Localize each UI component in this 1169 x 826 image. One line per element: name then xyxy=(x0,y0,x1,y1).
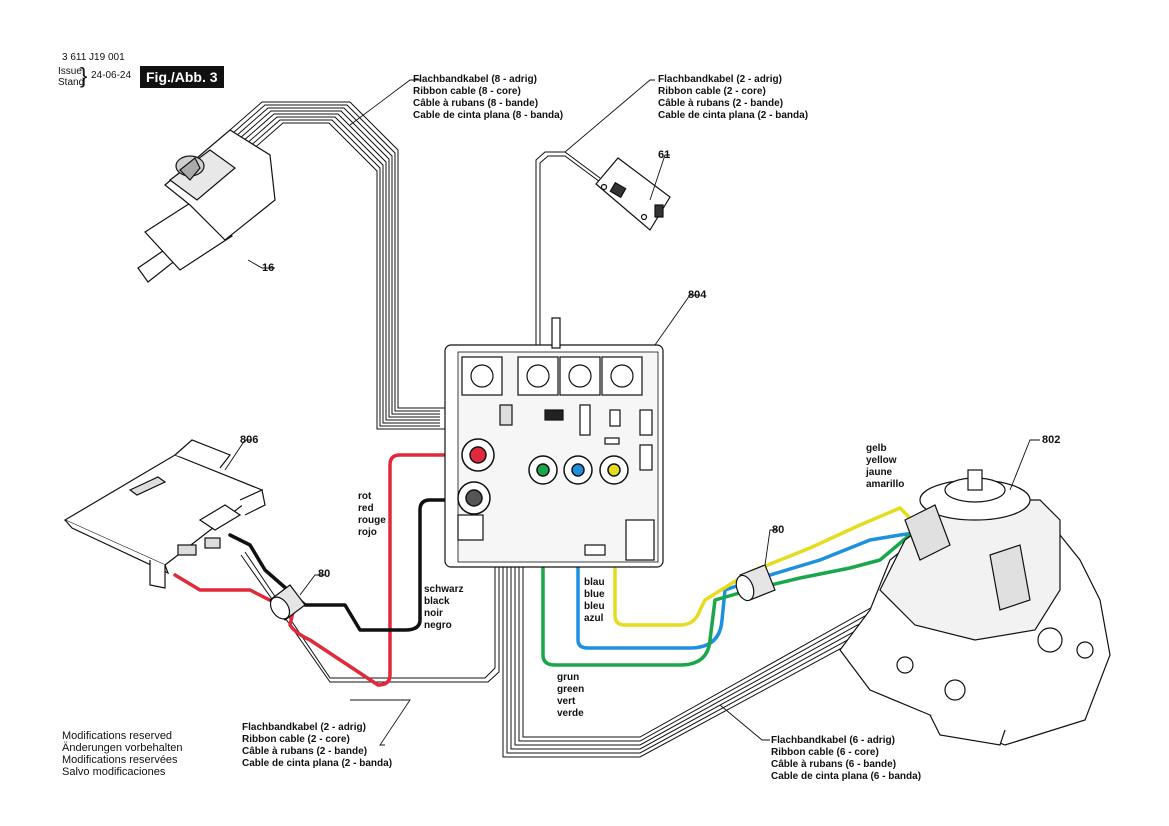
label-ribbon-8-core: Flachbandkabel (8 - adrig)Ribbon cable (… xyxy=(413,74,564,121)
part-number-61: 61 xyxy=(658,149,671,161)
red-wire xyxy=(173,453,477,687)
plate-part-61 xyxy=(595,157,671,231)
ribbon-cable-8-core xyxy=(229,101,511,430)
issue-date: 24-06-24 xyxy=(91,70,132,81)
switch-part-16 xyxy=(137,129,276,283)
part-number-80-left: 80 xyxy=(318,568,331,580)
part-number-802: 802 xyxy=(1042,434,1061,446)
label-ribbon-6-core: Flachbandkabel (6 - adrig)Ribbon cable (… xyxy=(771,735,922,782)
stand-label: Stand xyxy=(58,77,85,88)
black-wire xyxy=(228,498,477,632)
motor-802 xyxy=(839,469,1111,746)
issue-label: Issue xyxy=(58,66,82,77)
part-number-16: 16 xyxy=(262,262,275,274)
part-number-804: 804 xyxy=(688,289,707,301)
base-plate-806 xyxy=(63,439,266,589)
part-number-806: 806 xyxy=(240,434,259,446)
brace-icon: } xyxy=(80,63,88,88)
figure-label: Fig./Abb. 3 xyxy=(140,66,224,88)
document-number: 3 611 J19 001 xyxy=(62,52,125,63)
ferrite-ring-80-left xyxy=(269,584,306,621)
control-board-804 xyxy=(444,317,664,568)
label-ribbon-2-core-bottom: Flachbandkabel (2 - adrig)Ribbon cable (… xyxy=(242,722,393,769)
part-number-80-right: 80 xyxy=(772,524,785,536)
leader-lines xyxy=(224,79,1040,746)
ferrite-ring-80-right xyxy=(735,564,776,602)
label-ribbon-2-core-top: Flachbandkabel (2 - adrig)Ribbon cable (… xyxy=(658,74,809,121)
green-wire xyxy=(541,468,957,667)
